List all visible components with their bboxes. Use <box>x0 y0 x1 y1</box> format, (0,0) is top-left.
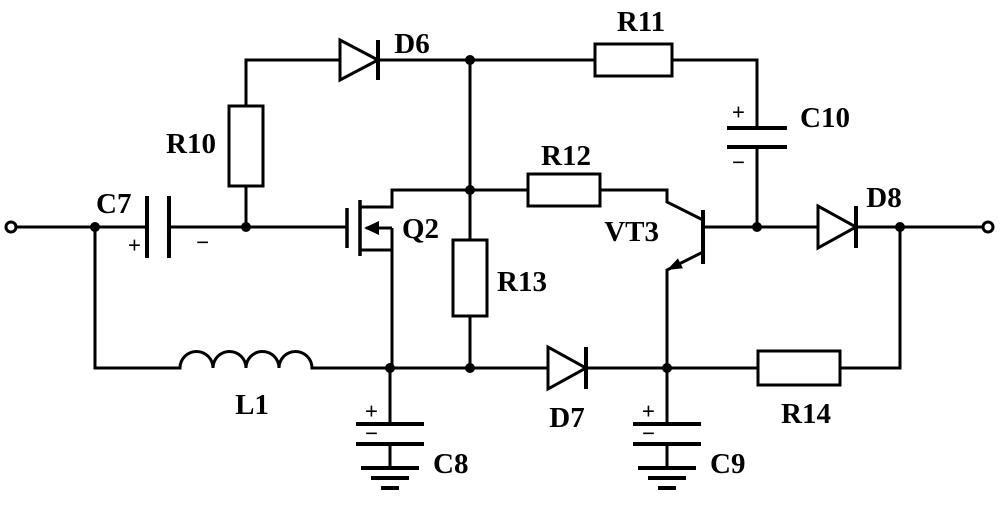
label-R13: R13 <box>497 266 547 298</box>
junction-dot <box>465 185 475 195</box>
diode-D6 <box>338 37 382 83</box>
capacitor-C9 <box>633 422 701 446</box>
label-D7: D7 <box>549 402 584 434</box>
capacitor-C7 <box>145 196 171 258</box>
q2-source-lead <box>360 228 394 368</box>
c10-minus-mark: − <box>732 150 745 175</box>
ground-c9 <box>638 466 696 490</box>
transistor-VT3 <box>665 190 705 368</box>
c8-minus-mark: − <box>365 421 378 446</box>
resistor-R11-body <box>593 42 674 78</box>
label-C8: C8 <box>433 448 468 480</box>
output-terminal <box>981 220 995 234</box>
junction-dot <box>241 222 251 232</box>
label-L1: L1 <box>235 389 269 421</box>
mosfet-Q2 <box>345 190 394 368</box>
inductor-L1-coil <box>178 350 314 369</box>
wire-r10-to-d6 <box>244 58 342 108</box>
ground-c8 <box>361 466 419 490</box>
label-D6: D6 <box>394 28 429 60</box>
d8-anode-triangle <box>816 203 860 251</box>
q2-body-arrow <box>364 221 379 235</box>
diode-D7 <box>546 344 590 392</box>
label-R10: R10 <box>166 128 216 160</box>
d6-anode-triangle <box>338 37 382 83</box>
label-C9: C9 <box>710 448 745 480</box>
junction-dot <box>752 222 762 232</box>
capacitor-C8 <box>356 422 424 446</box>
label-C10: C10 <box>800 102 850 134</box>
label-Q2: Q2 <box>402 213 439 245</box>
diode-D8 <box>816 203 860 251</box>
c7-plus-mark: + <box>128 233 141 258</box>
junction-dot <box>662 363 672 373</box>
vt3-collector-lead <box>665 190 704 222</box>
c7-minus-mark: − <box>196 230 209 255</box>
d7-anode-triangle <box>546 344 590 392</box>
label-R11: R11 <box>617 6 665 38</box>
c10-plus-mark: + <box>732 100 745 125</box>
junction-dot <box>895 222 905 232</box>
vt3-emitter-arrow <box>667 258 683 270</box>
label-R12: R12 <box>541 140 591 172</box>
capacitor-C10 <box>727 126 787 149</box>
label-C7: C7 <box>96 188 131 220</box>
q2-drain-lead <box>360 190 394 209</box>
resistor-R13-body <box>451 238 489 318</box>
junction-dot <box>90 222 100 232</box>
label-VT3: VT3 <box>604 216 659 248</box>
c8-plus-mark: + <box>365 399 378 424</box>
c9-plus-mark: + <box>642 399 655 424</box>
c9-minus-mark: − <box>642 421 655 446</box>
junction-dot <box>385 363 395 373</box>
wire-r11-to-c10 <box>670 58 759 129</box>
junction-dot <box>465 363 475 373</box>
input-terminal <box>4 220 18 234</box>
label-R14: R14 <box>781 398 831 430</box>
junction-dot <box>465 55 475 65</box>
vt3-emitter-lead <box>665 250 704 368</box>
resistor-R10-body <box>227 104 265 188</box>
wire-r14-to-output <box>838 225 902 370</box>
resistor-R14-body <box>756 349 842 387</box>
resistor-R12-body <box>526 172 602 208</box>
label-D8: D8 <box>866 182 901 214</box>
junction-dots <box>90 55 905 373</box>
